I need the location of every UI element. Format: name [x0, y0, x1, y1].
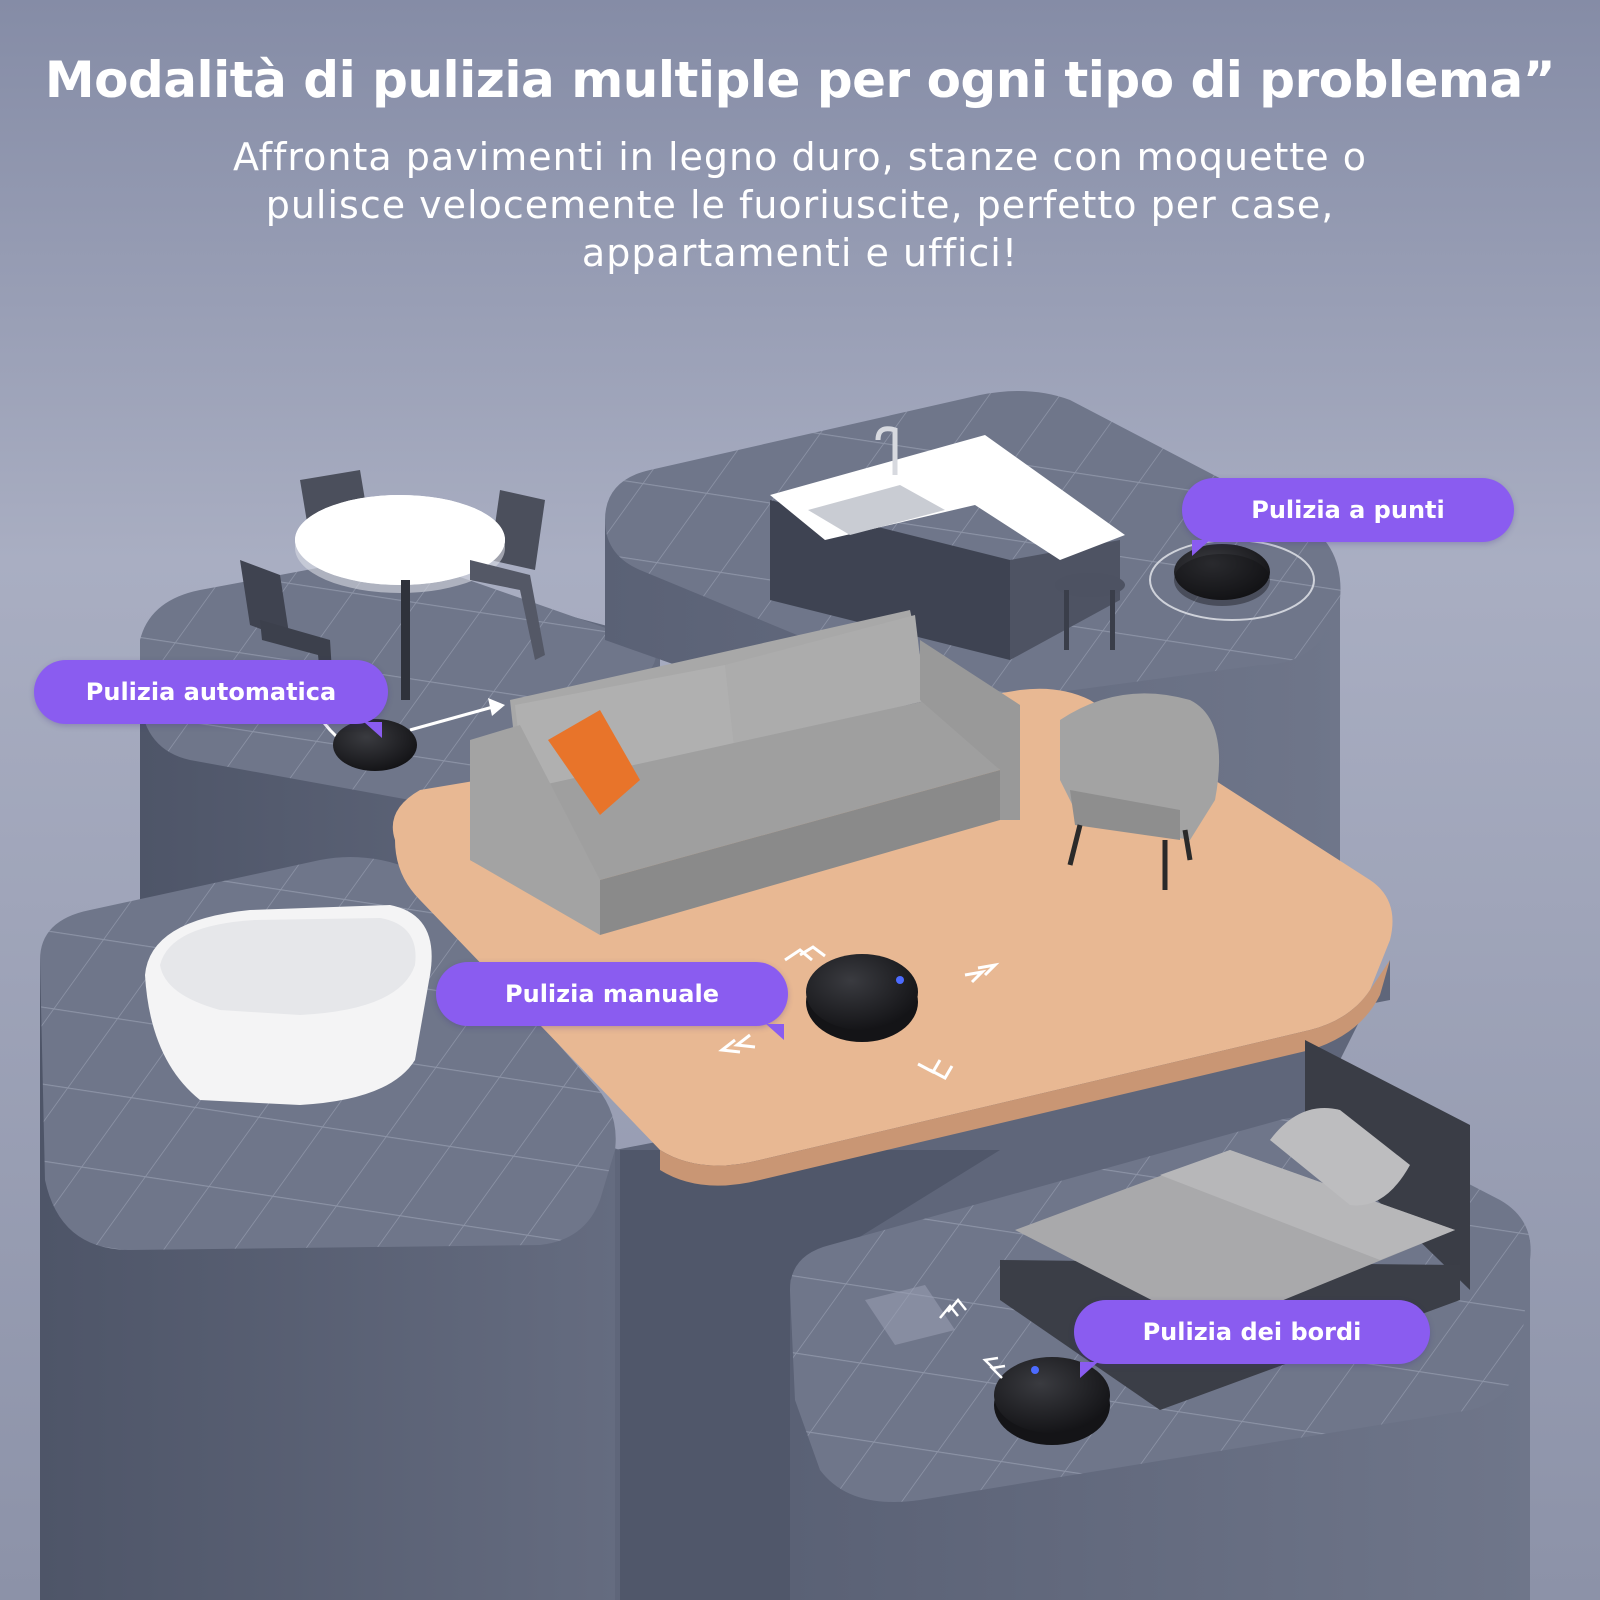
armchair — [1060, 693, 1220, 890]
bubble-manual-cleaning-label: Pulizia manuale — [505, 980, 719, 1008]
robot-vacuum-manual — [718, 945, 1000, 1081]
sofa — [470, 610, 1020, 935]
subheadline-line-3: appartamenti e uffici! — [581, 231, 1019, 275]
robot-vacuum-spot — [1149, 539, 1315, 621]
bubble-edge-cleaning-label: Pulizia dei bordi — [1142, 1318, 1362, 1346]
robot-vacuum-auto — [303, 698, 505, 771]
bubble-spot-cleaning: Pulizia a punti — [1182, 478, 1514, 556]
dining-table-set — [240, 470, 545, 720]
kitchen-counter-with-sink — [770, 426, 1125, 660]
headline: Modalità di pulizia multiple per ogni ti… — [44, 51, 1556, 109]
subheadline-line-1: Affronta pavimenti in legno duro, stanze… — [233, 135, 1367, 179]
bubble-auto-cleaning-label: Pulizia automatica — [85, 678, 337, 706]
bubble-tail — [1080, 1362, 1098, 1378]
orange-pillow — [548, 710, 640, 815]
bubble-tail — [1192, 540, 1210, 556]
bubble-manual-cleaning: Pulizia manuale — [436, 962, 788, 1040]
bubble-spot-cleaning-label: Pulizia a punti — [1251, 496, 1445, 524]
bubble-tail — [364, 722, 382, 738]
subheadline-line-2: pulisce velocemente le fuoriuscite, perf… — [265, 183, 1335, 227]
bubble-edge-cleaning: Pulizia dei bordi — [1074, 1300, 1430, 1378]
subheadline: Affronta pavimenti in legno duro, stanze… — [120, 133, 1480, 277]
bubble-tail — [766, 1024, 784, 1040]
bubble-auto-cleaning: Pulizia automatica — [34, 660, 388, 738]
bathtub — [145, 905, 432, 1105]
